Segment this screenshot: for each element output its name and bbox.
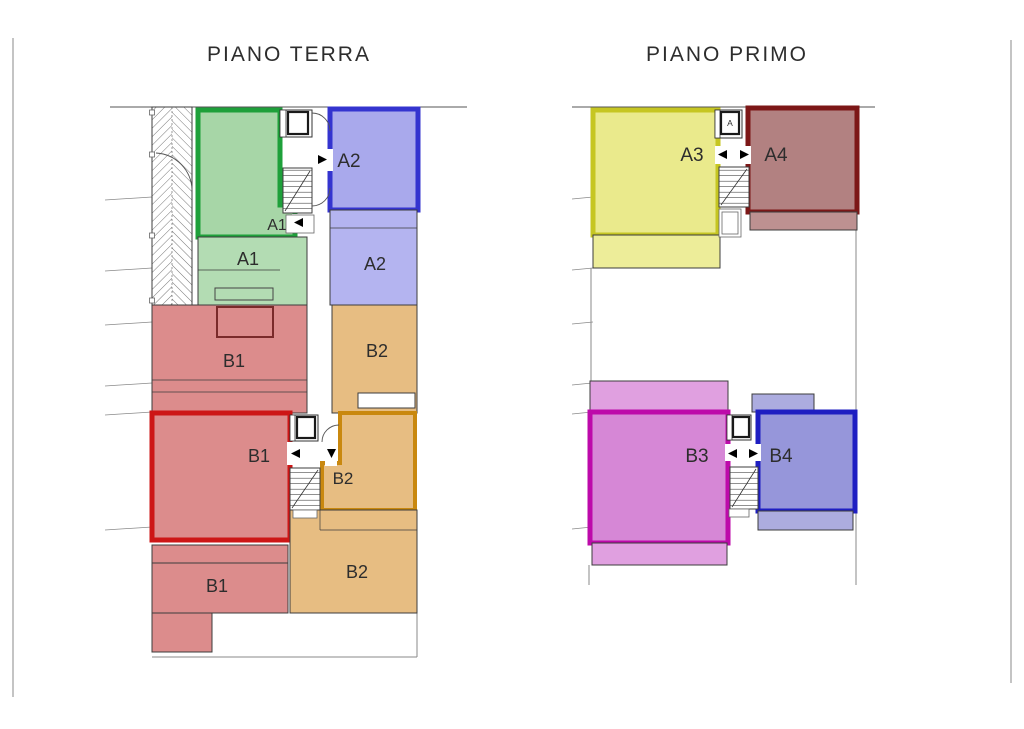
label-a3: A3 <box>680 145 703 166</box>
piano-primo-title: PIANO PRIMO <box>646 43 808 66</box>
tick-line <box>104 411 153 416</box>
stairwell-terra-top <box>279 109 331 234</box>
plan-piano-primo: PIANO PRIMO A3 A4 <box>571 40 1012 683</box>
tick-line <box>571 382 593 386</box>
tick-line <box>571 267 594 271</box>
entrance-arrow-a3 <box>718 150 727 159</box>
stairs-direction-line <box>284 170 311 212</box>
tick-line <box>571 196 594 200</box>
stairs-direction-line <box>720 168 748 206</box>
tick-line <box>104 196 153 201</box>
room-b3-main <box>587 409 731 546</box>
elevator-counterweight <box>726 414 733 441</box>
apartment-b3: B3 <box>587 380 731 566</box>
apartment-b1: B1 B1 B1 <box>149 304 308 653</box>
tick-line <box>104 382 153 387</box>
landing <box>728 508 750 518</box>
room-b3-upper <box>589 380 729 413</box>
apartment-a2: A2 A2 <box>327 106 421 306</box>
door-arc <box>321 424 340 443</box>
label-a2-lower: A2 <box>364 254 386 274</box>
apartment-b2: B2 B2 B2 <box>289 304 418 614</box>
tick-line <box>104 321 153 326</box>
balcony-b2 <box>357 392 416 409</box>
room-b4-lower <box>757 510 854 531</box>
elevator-car <box>295 415 317 440</box>
wall-marker <box>149 232 155 239</box>
wall-marker <box>149 297 155 304</box>
label-b4: B4 <box>769 446 793 467</box>
label-a2-main: A2 <box>337 151 360 172</box>
room-b1-lower <box>151 562 289 614</box>
room-a3-lower <box>592 234 721 269</box>
elevator-counterweight <box>289 414 296 442</box>
room-a3-main <box>590 107 721 238</box>
door-arc <box>155 152 193 191</box>
hatched-wall-strip <box>149 106 193 306</box>
label-b2-main: B2 <box>333 469 354 488</box>
label-b2-lower: B2 <box>346 562 368 582</box>
label-b3: B3 <box>685 446 708 467</box>
piano-terra-title: PIANO TERRA <box>207 43 371 66</box>
landing <box>292 509 318 519</box>
elevator-icon <box>726 414 752 441</box>
stairwell-primo-top: A <box>714 109 750 238</box>
label-b1-lower: B1 <box>206 576 228 596</box>
entrance-arrow-b1 <box>291 449 300 458</box>
elevator-car <box>719 110 741 136</box>
room-a4-main <box>745 105 860 215</box>
elevator-counterweight <box>714 109 721 139</box>
elevator-icon <box>279 109 313 138</box>
entrance-arrow-a4 <box>740 150 749 159</box>
room-b1-main <box>149 410 293 543</box>
wall-marker <box>149 109 155 116</box>
apartment-a4: A4 <box>745 105 860 231</box>
stairs-direction-line <box>291 469 319 509</box>
label-a4: A4 <box>764 145 788 166</box>
wall-marker <box>149 151 155 158</box>
elevator-label: A <box>727 118 733 128</box>
entrance-arrow-a1 <box>294 218 303 227</box>
room-b2-lower <box>289 509 418 614</box>
door-arc <box>311 187 331 207</box>
stairs-direction-line <box>731 468 757 508</box>
hatch-left-band <box>152 107 172 305</box>
stairwell-primo-bottom <box>726 414 759 518</box>
label-a1-lower: A1 <box>237 249 259 269</box>
tick-line <box>104 526 153 531</box>
tick-line <box>104 267 153 272</box>
apartment-b4: B4 <box>751 393 858 531</box>
label-a1-entry: A1 <box>267 217 287 234</box>
label-b1-upper: B1 <box>223 351 245 371</box>
elevator-counterweight <box>279 109 287 138</box>
balcony-a1 <box>214 287 274 301</box>
room-b1-upper <box>151 304 308 414</box>
room-b4-upper <box>751 393 815 413</box>
terrace-b1 <box>216 306 274 338</box>
entrance-arrow-b2 <box>327 449 336 458</box>
hatch-right-band <box>172 107 192 305</box>
tick-line <box>571 321 594 325</box>
landing-inner <box>721 211 739 235</box>
entrance-arrow-b4 <box>749 449 758 458</box>
label-b1-main: B1 <box>248 446 270 466</box>
apartment-a3: A3 <box>590 107 721 269</box>
elevator-icon <box>289 414 319 442</box>
plan-piano-terra: PIANO TERRA <box>12 38 467 697</box>
entrance-arrow-b3 <box>728 449 737 458</box>
elevator-car <box>286 110 310 136</box>
label-b2-upper: B2 <box>366 341 388 361</box>
entrance-arrow-a2 <box>318 155 327 164</box>
room-a4-lower <box>749 211 858 231</box>
stairwell-terra-bottom <box>289 414 340 519</box>
elevator-icon: A <box>714 109 743 139</box>
room-b4-main <box>755 409 858 514</box>
door-arc <box>311 112 331 132</box>
room-b1-bottom <box>151 612 213 653</box>
elevator-car <box>731 415 751 439</box>
room-b1-strip <box>151 544 289 564</box>
room-b3-lower <box>591 542 728 566</box>
